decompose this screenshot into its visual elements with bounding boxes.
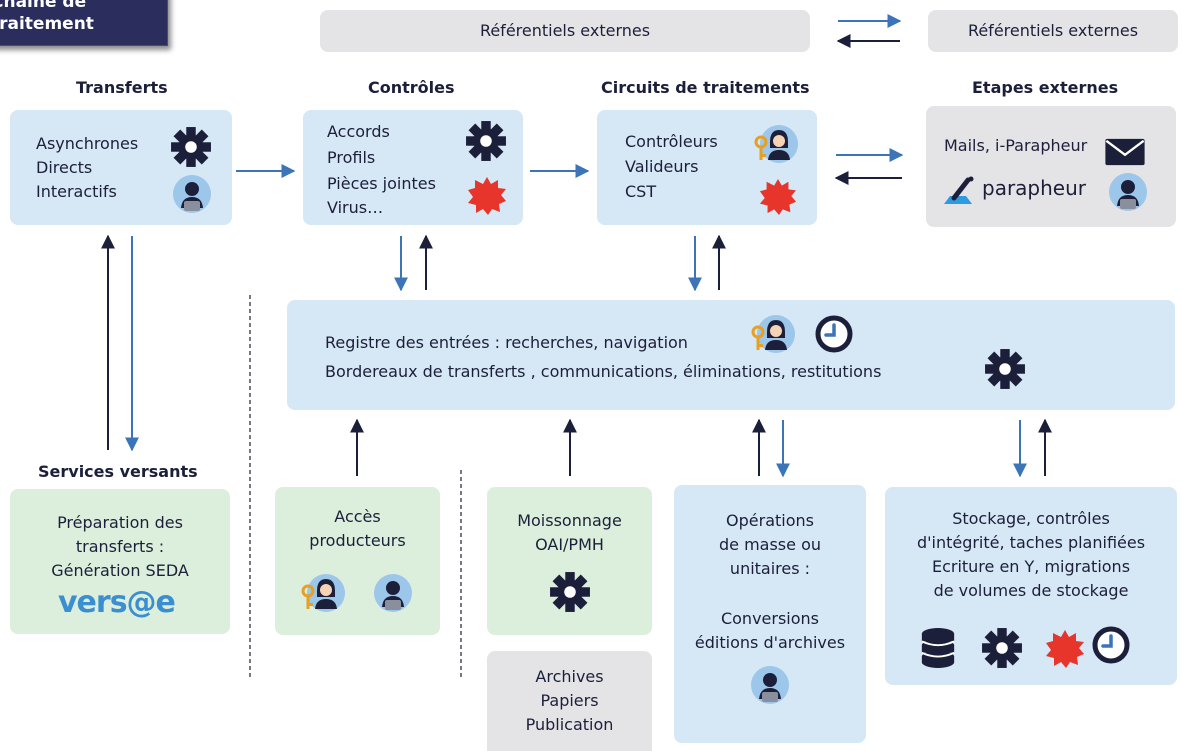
storage-box: Stockage, contrôles d'intégrité, taches … <box>885 487 1177 685</box>
services-line-2: transferts : <box>75 537 165 556</box>
producer-access-line-1: Accès <box>334 507 381 526</box>
transfers-item-2: Directs <box>36 158 93 177</box>
chain-title-badge: Chaîne de traitement <box>0 0 168 46</box>
circuits-item-1: Contrôleurs <box>625 132 718 151</box>
badge-line-1: Chaîne de <box>0 0 87 12</box>
external-steps-box: Mails, i-Parapheur parapheur <box>926 106 1176 227</box>
external-referentials-label: Référentiels externes <box>479 21 651 40</box>
paper-archives-box: Archives Papiers Publication <box>487 651 652 751</box>
operations-line-6: éditions d'archives <box>694 633 846 652</box>
parapheur-logo: parapheur <box>982 176 1087 200</box>
transfers-heading: Transferts <box>76 78 168 97</box>
external-referentials-bar: Référentiels externes <box>320 10 810 52</box>
storage-line-1: Stockage, contrôles <box>952 509 1110 528</box>
registry-line-1: Registre des entrées : recherches, navig… <box>325 333 688 352</box>
mail-parapheur-label: Mails, i-Parapheur <box>944 136 1088 155</box>
operations-line-5: Conversions <box>720 609 820 628</box>
producer-access-box: Accès producteurs <box>275 487 440 635</box>
producer-access-line-2: producteurs <box>309 531 406 550</box>
operations-line-3: unitaires : <box>729 559 811 578</box>
services-heading: Services versants <box>38 462 198 481</box>
pen-icon <box>944 176 974 204</box>
circuits-heading: Circuits de traitements <box>601 78 810 97</box>
operations-box: Opérations de masse ou unitaires : Conve… <box>674 485 866 743</box>
registry-box: Registre des entrées : recherches, navig… <box>287 300 1175 410</box>
circuits-box: Contrôleurs Valideurs CST <box>597 110 817 225</box>
operations-line-2: de masse ou <box>718 535 821 554</box>
paper-archives-line-3: Publication <box>525 715 614 734</box>
storage-line-4: de volumes de stockage <box>933 581 1129 600</box>
services-line-3: Génération SEDA <box>51 561 189 580</box>
external-referentials-right-label: Référentiels externes <box>967 21 1139 40</box>
controls-box: Accords Profils Pièces jointes Virus… <box>303 110 523 225</box>
storage-line-2: d'intégrité, taches planifiées <box>916 533 1146 552</box>
circuits-item-3: CST <box>625 182 657 201</box>
badge-line-2: traitement <box>0 14 94 34</box>
services-line-1: Préparation des <box>57 513 183 532</box>
controls-item-1: Accords <box>327 122 390 141</box>
services-box: Préparation des transferts : Génération … <box>10 489 230 634</box>
registry-line-2: Bordereaux de transferts , communication… <box>325 362 882 381</box>
external-referentials-right-bar: Référentiels externes <box>928 10 1178 52</box>
circuits-item-2: Valideurs <box>625 157 699 176</box>
external-steps-heading: Etapes externes <box>972 78 1119 97</box>
controls-heading: Contrôles <box>368 78 455 97</box>
paper-archives-line-1: Archives <box>535 667 604 686</box>
paper-archives-line-2: Papiers <box>540 691 599 710</box>
controls-item-3: Pièces jointes <box>327 174 436 193</box>
transfers-item-3: Interactifs <box>36 182 117 201</box>
controls-item-4: Virus… <box>327 198 384 217</box>
controls-item-2: Profils <box>327 148 376 167</box>
operations-line-1: Opérations <box>726 511 814 530</box>
transfers-box: Asynchrones Directs Interactifs <box>10 110 232 225</box>
versae-logo: vers@e <box>58 585 176 620</box>
harvesting-line-2: OAI/PMH <box>535 535 604 554</box>
storage-line-3: Ecriture en Y, migrations <box>931 557 1131 576</box>
harvesting-line-1: Moissonnage <box>517 511 622 530</box>
harvesting-box: Moissonnage OAI/PMH <box>487 487 652 635</box>
transfers-item-1: Asynchrones <box>36 134 139 153</box>
